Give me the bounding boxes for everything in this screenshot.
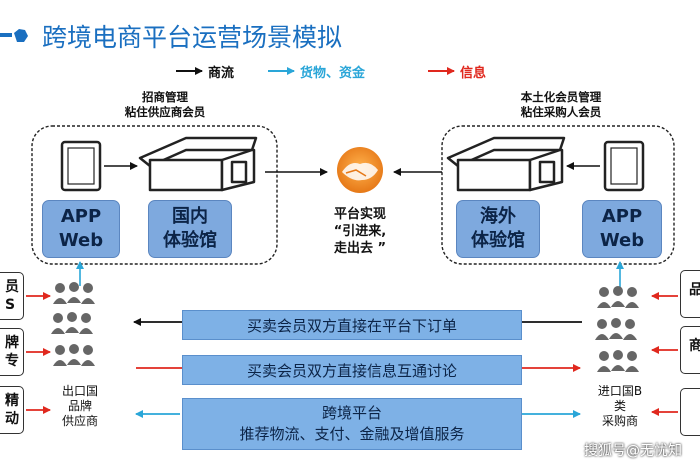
handshake-icon <box>337 147 383 193</box>
left-edge-box-3: 精 动 <box>0 386 24 434</box>
left-edge-box-1-line1: 员 <box>5 279 19 295</box>
title-hexagon-icon <box>14 29 28 42</box>
right-top-label-line1: 本土化会员管理 <box>520 90 602 104</box>
left-warehouse-icon <box>138 136 258 192</box>
right-group-label-line2: 类 <box>613 399 626 413</box>
center-platform-text: 平台实现 “引进来, 走出去 ” <box>314 206 406 257</box>
orders-bar: 买卖会员双方直接在平台下订单 <box>182 310 522 340</box>
right-app-web-box: APP Web <box>582 200 662 258</box>
watermark: 搜狐号@无忧知 <box>584 443 682 459</box>
right-top-label: 本土化会员管理 粘住采购人会员 <box>496 90 626 120</box>
left-edge-box-2-line2: 专 <box>5 353 19 369</box>
right-top-label-line2: 粘住采购人会员 <box>520 105 602 119</box>
right-edge-box-2: 商 <box>680 326 700 374</box>
left-edge-box-1-line2: S <box>5 297 16 313</box>
legend-goods: 货物、资金 <box>300 66 366 81</box>
left-group-label-line1: 出口国 <box>61 384 98 398</box>
legend-business: 商流 <box>208 66 235 81</box>
right-dashed-group <box>441 125 675 265</box>
left-group-label-line2: 品牌 <box>67 399 92 413</box>
left-app-web-box: APP Web <box>42 200 120 258</box>
right-tablet-icon <box>603 140 645 192</box>
legend-info: 信息 <box>460 66 487 81</box>
domestic-box-line1: 国内 <box>172 206 208 227</box>
overseas-experience-box: 海外体验馆 <box>456 200 540 258</box>
right-group-label-line1: 进口国B <box>597 384 643 398</box>
right-app-box-line2: Web <box>599 230 645 251</box>
left-edge-box-3-line2: 动 <box>5 411 19 427</box>
platform-services-bar: 跨境平台 推荐物流、支付、金融及增值服务 <box>182 398 522 450</box>
page-title: 跨境电商平台运营场景模拟 <box>42 23 343 52</box>
title-bullet-bar <box>0 33 12 37</box>
left-group-label-line3: 供应商 <box>61 414 98 428</box>
platform-bar-line1: 跨境平台 <box>321 404 382 422</box>
right-group-label-line3: 采购商 <box>601 414 638 428</box>
left-top-label: 招商管理 粘住供应商会员 <box>110 90 220 120</box>
left-app-box-line2: Web <box>58 230 104 251</box>
domestic-box-line2: 体验馆 <box>163 230 217 251</box>
right-app-box-line1: APP <box>601 206 643 227</box>
center-text-line2: “引进来, <box>333 224 387 239</box>
info-exchange-bar: 买卖会员双方直接信息互通讨论 <box>182 355 522 385</box>
overseas-box-line1: 海外 <box>480 206 516 227</box>
overseas-box-line2: 体验馆 <box>471 230 525 251</box>
center-text-line3: 走出去 ” <box>333 241 387 256</box>
right-edge-box-1: 品 <box>680 270 700 318</box>
domestic-experience-box: 国内体验馆 <box>148 200 232 258</box>
left-dashed-group <box>31 125 278 265</box>
left-people-icon <box>51 282 95 366</box>
right-edge-box-3 <box>680 388 700 436</box>
right-edge-box-2-line1: 商 <box>689 337 700 355</box>
left-edge-box-2-line1: 牌 <box>5 335 19 351</box>
right-warehouse-icon <box>446 136 566 192</box>
right-people-icon <box>595 286 639 372</box>
left-edge-box-3-line1: 精 <box>5 393 19 409</box>
left-top-label-line1: 招商管理 <box>142 90 188 104</box>
left-edge-box-1: 员 S <box>0 272 24 320</box>
left-app-box-line1: APP <box>60 206 102 227</box>
left-edge-box-2: 牌 专 <box>0 328 24 376</box>
left-tablet-icon <box>60 140 102 192</box>
left-top-label-line2: 粘住供应商会员 <box>124 105 206 119</box>
right-edge-box-1-line1: 品 <box>689 281 700 299</box>
right-group-label: 进口国B 类 采购商 <box>588 384 652 429</box>
center-text-line1: 平台实现 <box>333 207 386 222</box>
left-group-label: 出口国 品牌 供应商 <box>50 384 110 429</box>
platform-bar-line2: 推荐物流、支付、金融及增值服务 <box>239 425 465 443</box>
